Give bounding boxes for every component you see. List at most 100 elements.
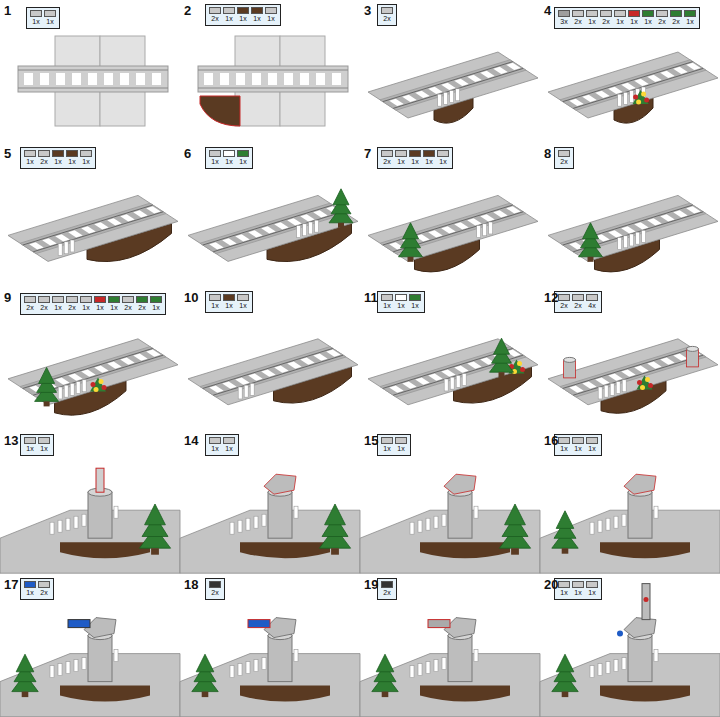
part-count: 1x — [644, 18, 651, 26]
sleeper-gap — [608, 374, 623, 381]
part-item: 1x — [66, 150, 78, 166]
sleeper-gap — [261, 226, 276, 233]
part-count: 1x — [225, 158, 232, 166]
flower — [648, 383, 653, 388]
sleeper-gap — [40, 73, 49, 85]
part-item: 1x — [558, 437, 570, 453]
base-plate — [368, 339, 538, 405]
parts-callout: 2x2x1x2x1x1x1x2x2x1x — [20, 293, 166, 315]
fence-post — [489, 222, 493, 234]
sleeper-gap — [493, 210, 508, 217]
fence-post — [246, 662, 250, 674]
tree-trunk — [338, 223, 344, 228]
fence-post — [114, 650, 118, 662]
sleeper-gap — [222, 238, 237, 245]
part-icon — [423, 150, 435, 157]
part-item: 2x — [670, 10, 682, 26]
fence-post — [70, 383, 74, 395]
sleeper-gap — [68, 230, 83, 237]
sleeper-gap — [428, 230, 443, 237]
sleeper-gap — [673, 210, 688, 217]
fence-post — [410, 666, 414, 678]
tree-layer — [333, 189, 349, 205]
fence-post — [410, 522, 414, 534]
part-item: 1x — [409, 150, 421, 166]
beam — [68, 620, 90, 628]
part-icon — [223, 150, 235, 157]
bush — [633, 90, 649, 104]
sleeper-gap — [313, 210, 328, 217]
sleeper-gap — [252, 73, 261, 85]
part-icon — [38, 296, 50, 303]
lamp — [644, 597, 649, 602]
part-item: 1x — [381, 437, 393, 453]
tree-trunk — [331, 548, 339, 555]
step-number: 10 — [184, 291, 198, 305]
fence-post — [606, 662, 610, 674]
part-item: 2x — [656, 10, 668, 26]
part-item: 1x — [423, 150, 435, 166]
part-icon — [558, 294, 570, 301]
fence-post — [598, 664, 602, 676]
part-item: 1x — [52, 296, 64, 312]
tree — [329, 189, 353, 228]
rail — [563, 348, 693, 388]
sleeper-gap — [152, 73, 161, 85]
part-count: 1x — [225, 445, 232, 453]
fence-post — [622, 380, 626, 392]
tree — [192, 654, 218, 697]
flower — [636, 99, 641, 104]
sleeper-gap — [454, 79, 469, 86]
sleeper-gap — [621, 83, 636, 90]
sleeper-gap — [268, 73, 277, 85]
sleeper-gap — [634, 79, 649, 86]
part-item: 1x — [265, 7, 277, 23]
part-count: 2x — [672, 18, 679, 26]
part-count: 1x — [616, 18, 623, 26]
step-number: 2 — [184, 4, 191, 18]
part-icon — [209, 7, 221, 14]
part-count: 2x — [574, 302, 581, 310]
part-count: 1x — [82, 158, 89, 166]
part-icon — [38, 581, 50, 588]
part-count: 1x — [211, 158, 218, 166]
step-number: 20 — [544, 578, 558, 592]
sleeper-gap — [454, 222, 469, 229]
part-count: 2x — [40, 304, 47, 312]
post-top — [687, 346, 699, 351]
fence-post — [456, 89, 460, 101]
base-plate — [368, 195, 538, 261]
fence-post — [642, 230, 646, 242]
sleeper-gap — [480, 214, 495, 221]
part-icon — [237, 150, 249, 157]
fence-post — [66, 518, 70, 530]
sleeper-gap — [68, 374, 83, 381]
part-count: 2x — [383, 15, 390, 23]
flower — [99, 379, 104, 384]
fence-post — [474, 506, 478, 518]
part-count: 1x — [32, 18, 39, 26]
step-number: 8 — [544, 147, 551, 161]
tree-trunk — [562, 548, 569, 554]
sleeper-gap — [81, 370, 96, 377]
part-item: 1x — [237, 150, 249, 166]
base-plate — [8, 195, 178, 261]
part-icon — [558, 581, 570, 588]
part-icon — [30, 10, 42, 17]
fence — [297, 220, 319, 237]
fence-post — [606, 518, 610, 530]
part-icon — [381, 294, 393, 301]
soil-base — [60, 542, 150, 558]
step-number: 4 — [544, 4, 551, 18]
part-icon — [80, 296, 92, 303]
soil-base — [200, 96, 240, 126]
part-icon — [614, 10, 626, 17]
step-illustration — [0, 618, 180, 717]
sleeper-gap — [402, 95, 417, 102]
sleeper-gap — [402, 382, 417, 389]
part-item: 1x — [381, 294, 393, 310]
fence-post — [624, 236, 628, 248]
sleeper-gap — [506, 206, 521, 213]
sleeper-gap — [316, 73, 325, 85]
